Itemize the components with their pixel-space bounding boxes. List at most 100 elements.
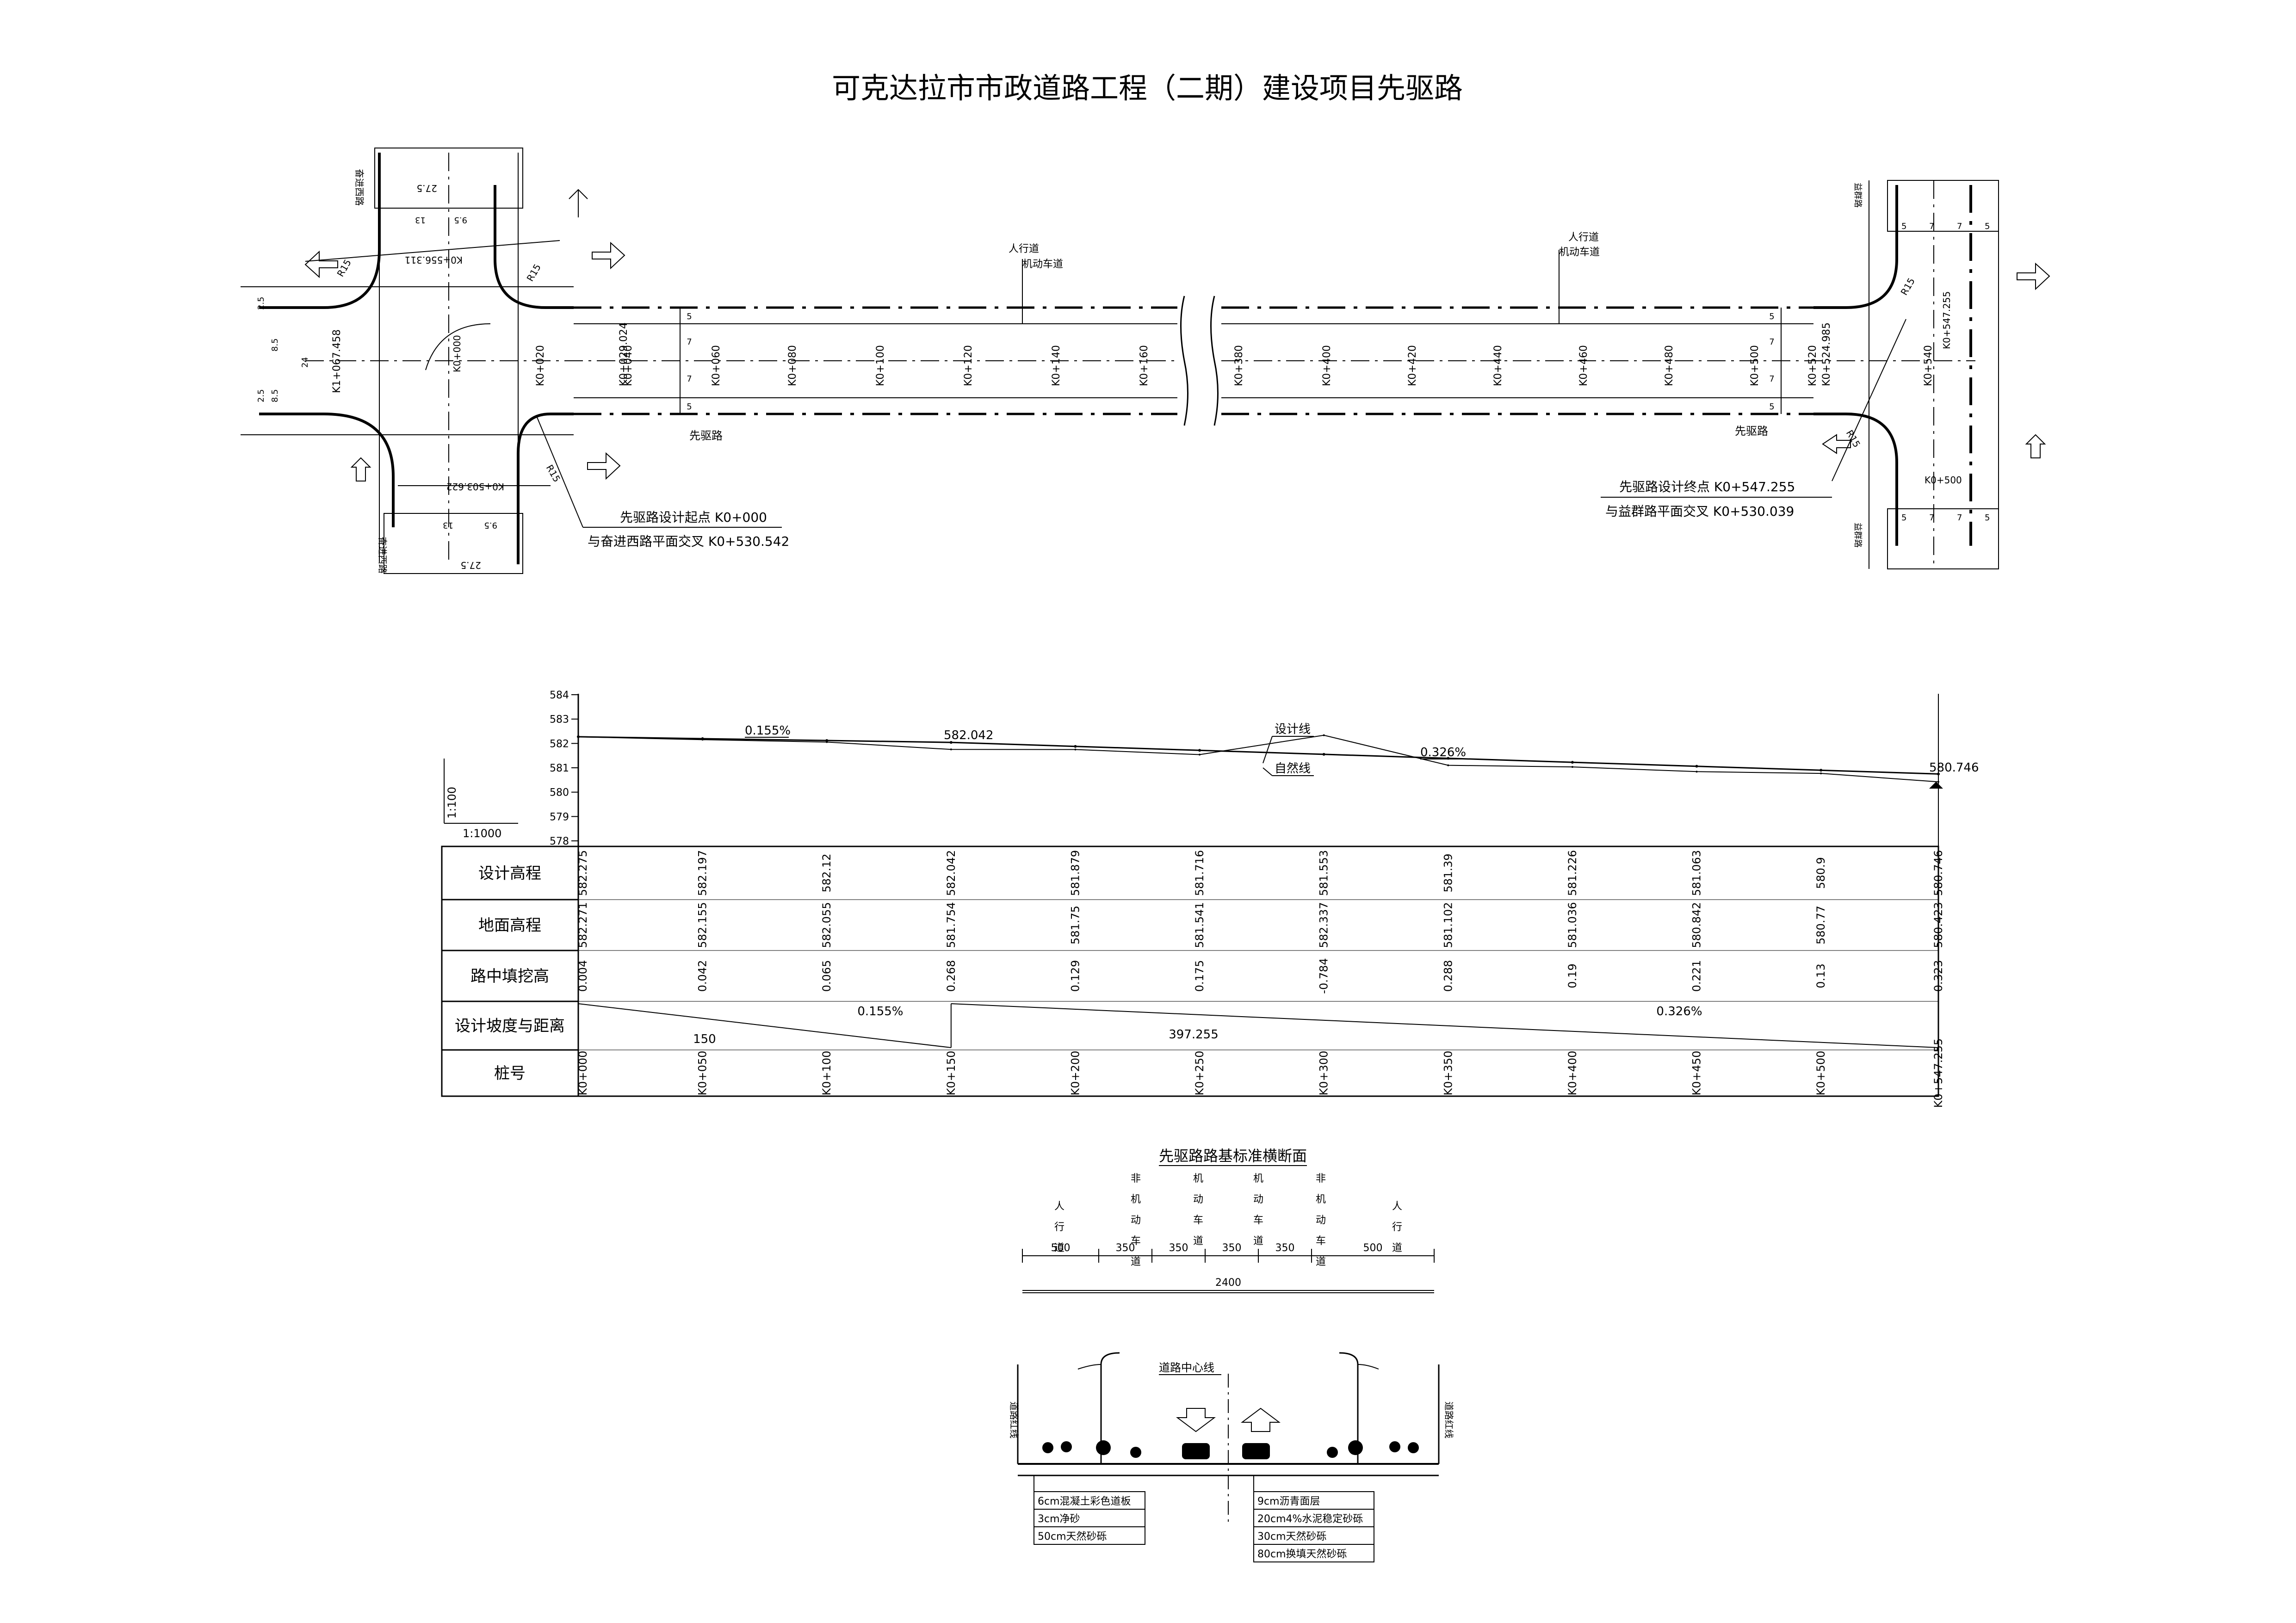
arrow-up-icon bbox=[569, 189, 588, 217]
dim-13-bottom: 13 bbox=[443, 520, 453, 530]
lane-label-char: 车 bbox=[1193, 1215, 1203, 1226]
lane-label-char: 机 bbox=[1193, 1173, 1203, 1185]
table-cell: 0.042 bbox=[696, 960, 709, 992]
natural-line-label: 自然线 bbox=[1275, 762, 1311, 776]
table-grid bbox=[441, 845, 1939, 1097]
cross2-dim-7d: 7 bbox=[1957, 513, 1962, 523]
lane-arrows bbox=[1176, 1407, 1281, 1432]
station-label: K0+380 bbox=[1233, 345, 1245, 386]
lane-width: 350 bbox=[1222, 1242, 1242, 1254]
road-surface bbox=[1017, 1352, 1440, 1522]
drawing-title: 可克达拉市市政道路工程（二期）建设项目先驱路 bbox=[832, 71, 1463, 105]
row-header: 设计高程 bbox=[478, 864, 541, 883]
lane-label-char: 道 bbox=[1054, 1242, 1064, 1254]
station-label: K0+140 bbox=[1051, 345, 1062, 386]
profile-point bbox=[1074, 748, 1077, 751]
label-sidewalk-1: 人行道 bbox=[1009, 243, 1039, 255]
arrow-left3-icon bbox=[1822, 434, 1851, 454]
length-seg-1: 150 bbox=[693, 1032, 716, 1046]
dim-13-top: 13 bbox=[415, 215, 426, 225]
break-line-2 bbox=[1210, 296, 1219, 426]
lane-label-char: 道 bbox=[1316, 1256, 1326, 1268]
station-label: K0+040 bbox=[623, 345, 634, 386]
cross-road-bottom-frame bbox=[384, 513, 523, 574]
profile-point bbox=[1820, 772, 1822, 775]
station-label: K0+520 bbox=[1807, 345, 1819, 386]
table-cell: -0.784 bbox=[1318, 958, 1331, 994]
dim-3: 7 bbox=[687, 374, 692, 384]
pedestrian-4-icon bbox=[1408, 1442, 1419, 1453]
lane-width: 350 bbox=[1275, 1242, 1295, 1254]
design-line bbox=[578, 736, 1939, 775]
cross-road-name-top: 奋进西路 bbox=[354, 169, 365, 206]
note-end-2: 与益群路平面交叉 K0+530.039 bbox=[1605, 504, 1794, 519]
label-motor-lane-1: 机动车道 bbox=[1022, 259, 1063, 270]
radius-se: R15 bbox=[544, 463, 563, 484]
profile-lines bbox=[577, 734, 1940, 783]
y-tick-label: 579 bbox=[550, 811, 569, 823]
table-cell: 581.063 bbox=[1690, 850, 1703, 896]
profile-point bbox=[1695, 765, 1698, 768]
cross2-dim-7a: 7 bbox=[1929, 222, 1934, 231]
radius2-sw: R15 bbox=[1844, 428, 1863, 450]
arrow-right-icon bbox=[592, 241, 625, 270]
profile-point bbox=[1696, 771, 1698, 773]
table-cell: 580.77 bbox=[1814, 906, 1827, 944]
y-tick-label: 580 bbox=[550, 787, 569, 799]
table-cell: 581.879 bbox=[1069, 850, 1082, 896]
car-right-icon bbox=[1242, 1443, 1270, 1459]
dim-2-5-a: 2.5 bbox=[256, 296, 266, 310]
station-label: K0+440 bbox=[1492, 345, 1504, 386]
leader-end bbox=[1832, 319, 1906, 481]
station-cell: K0+050 bbox=[696, 1051, 709, 1096]
lane-label-char: 行 bbox=[1054, 1222, 1064, 1233]
y-tick-label: 581 bbox=[550, 763, 569, 774]
cyclist-right-icon bbox=[1327, 1447, 1338, 1458]
end-marker-icon bbox=[1929, 782, 1943, 789]
profile-point bbox=[1074, 745, 1077, 748]
station-top-left: K0+556.311 bbox=[405, 254, 463, 265]
row-header: 路中填挖高 bbox=[470, 967, 549, 986]
layer-label: 50cm天然砂砾 bbox=[1038, 1531, 1107, 1543]
table-cell: 580.842 bbox=[1690, 902, 1703, 948]
lane-label-char: 车 bbox=[1253, 1215, 1263, 1226]
profile-point bbox=[1937, 781, 1939, 783]
station-label: K0+480 bbox=[1664, 345, 1675, 386]
station-cell: K0+350 bbox=[1442, 1051, 1454, 1096]
length-seg-2: 397.255 bbox=[1169, 1028, 1219, 1042]
design-line-leader bbox=[1262, 736, 1273, 764]
traffic-figures bbox=[1042, 1440, 1419, 1459]
boundary-left: 道路红线 bbox=[1009, 1401, 1020, 1438]
pvi-label: 582.042 bbox=[944, 728, 994, 742]
label-motor-lane-2: 机动车道 bbox=[1559, 247, 1600, 258]
layer-label: 20cm4%水泥稳定砂砾 bbox=[1257, 1513, 1363, 1525]
table-cell: 0.19 bbox=[1566, 963, 1579, 988]
table-cell: 582.042 bbox=[945, 850, 958, 896]
table-cell: 582.055 bbox=[820, 902, 833, 948]
station-cell: K0+400 bbox=[1566, 1051, 1579, 1096]
road-name-right: 先驱路 bbox=[1735, 425, 1768, 438]
lane-label-char: 动 bbox=[1131, 1215, 1141, 1226]
grade-diagonal-1 bbox=[578, 1003, 951, 1048]
layer-cell bbox=[1034, 1526, 1145, 1545]
station-label: K0+060 bbox=[711, 345, 722, 386]
profile-point bbox=[701, 739, 704, 741]
profile-point bbox=[1571, 761, 1574, 764]
station-cell: K0+300 bbox=[1318, 1051, 1331, 1096]
table-cell: 582.197 bbox=[696, 850, 709, 896]
lane-label-char: 动 bbox=[1316, 1215, 1326, 1226]
y-tick-label: 578 bbox=[550, 836, 569, 847]
profile-point bbox=[825, 739, 829, 742]
station-end-right: K0+547.255 bbox=[1941, 291, 1952, 349]
radius2-nw: R15 bbox=[1899, 276, 1917, 297]
arrow-right2-icon bbox=[587, 452, 621, 480]
profile-point bbox=[1198, 749, 1201, 752]
station-label: K0+020 bbox=[535, 345, 546, 386]
lane-label-char: 道 bbox=[1253, 1235, 1263, 1247]
station-cell: K0+250 bbox=[1193, 1051, 1206, 1096]
break-line-1 bbox=[1180, 296, 1188, 426]
